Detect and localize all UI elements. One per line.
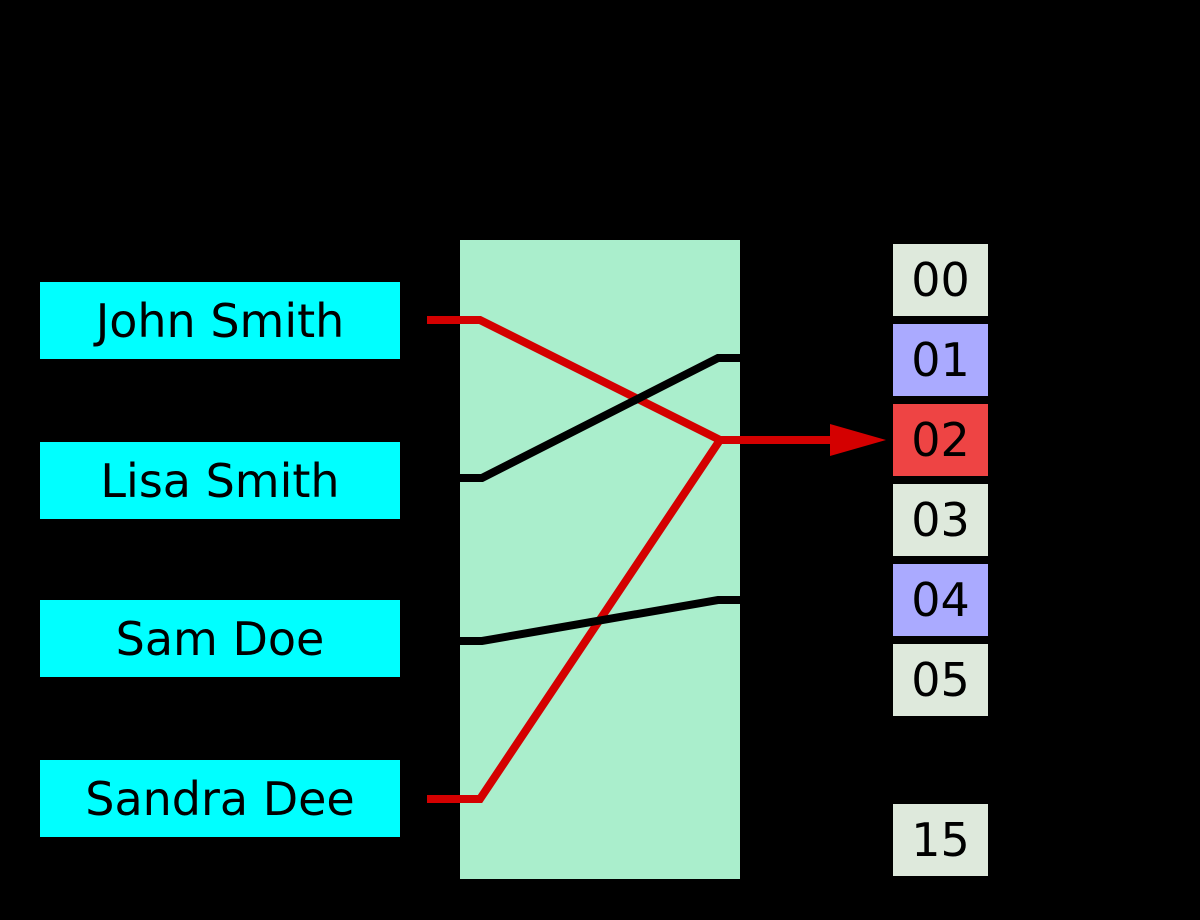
bucket-label: 02 — [911, 413, 970, 467]
bucket-01: 01 — [893, 324, 988, 396]
bucket-label: 01 — [911, 333, 970, 387]
bucket-label: 00 — [911, 253, 970, 307]
key-label: Lisa Smith — [100, 453, 340, 508]
key-box-john-smith: John Smith — [40, 282, 400, 359]
bucket-15: 15 — [893, 804, 988, 876]
key-box-lisa-smith: Lisa Smith — [40, 442, 400, 519]
hash-function-box — [460, 240, 740, 879]
bucket-05: 05 — [893, 644, 988, 716]
bucket-04: 04 — [893, 564, 988, 636]
arrowhead-to-bucket-02 — [830, 424, 886, 456]
bucket-label: 15 — [911, 813, 970, 867]
bucket-03: 03 — [893, 484, 988, 556]
bucket-02-collision: 02 — [893, 404, 988, 476]
key-box-sandra-dee: Sandra Dee — [40, 760, 400, 837]
key-box-sam-doe: Sam Doe — [40, 600, 400, 677]
key-label: John Smith — [95, 293, 345, 348]
bucket-label: 05 — [911, 653, 970, 707]
key-label: Sandra Dee — [85, 771, 355, 826]
bucket-label: 03 — [911, 493, 970, 547]
key-label: Sam Doe — [115, 611, 325, 666]
bucket-00: 00 — [893, 244, 988, 316]
bucket-label: 04 — [911, 573, 970, 627]
